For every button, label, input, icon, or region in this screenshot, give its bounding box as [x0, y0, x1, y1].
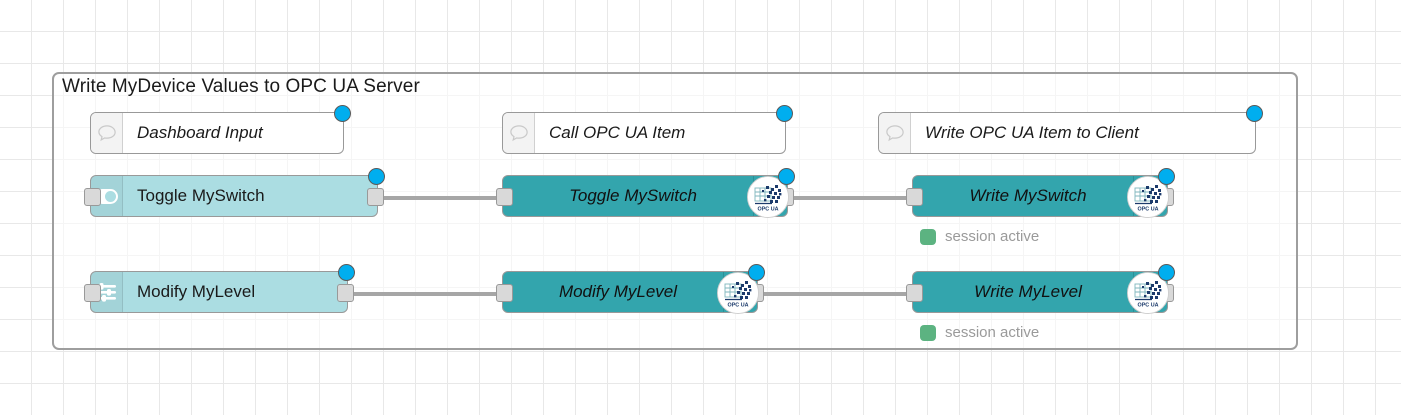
svg-text:OPC UA: OPC UA: [1138, 303, 1159, 309]
comment-node-label: Write OPC UA Item to Client: [925, 123, 1139, 142]
speech-bubble-icon: [509, 124, 528, 141]
speech-bubble-icon: [97, 124, 116, 141]
selection-handle[interactable]: [1158, 168, 1175, 185]
comment-icon: [503, 113, 535, 153]
opcua-icon: OPC UA: [1127, 272, 1169, 314]
wire-opcua-level-to-write: [758, 292, 912, 296]
node-label: Write MySwitch: [969, 186, 1087, 205]
comment-node-dashboard-input[interactable]: Dashboard Input: [90, 105, 351, 154]
node-output-port[interactable]: [367, 188, 384, 206]
svg-text:OPC UA: OPC UA: [728, 303, 749, 309]
node-input-port[interactable]: [84, 284, 101, 302]
node-opcua-modify-mylevel[interactable]: Modify MyLevel: [496, 264, 765, 314]
selection-handle[interactable]: [748, 264, 765, 281]
selection-handle[interactable]: [776, 105, 793, 122]
wire-level-to-opcua: [348, 292, 502, 296]
selection-handle[interactable]: [1246, 105, 1263, 122]
comment-node-label: Dashboard Input: [137, 123, 263, 142]
comment-icon: [91, 113, 123, 153]
status-label: session active: [945, 228, 1040, 245]
status-indicator-dot: [920, 324, 936, 341]
node-modify-mylevel[interactable]: Modify MyLevel: [84, 264, 355, 313]
node-input-port[interactable]: [906, 188, 923, 206]
selection-handle[interactable]: [778, 168, 795, 185]
comment-node-label: Call OPC UA Item: [549, 123, 686, 142]
comment-node-call-opcua-item[interactable]: Call OPC UA Item: [502, 105, 793, 154]
comment-icon: [879, 113, 911, 153]
node-input-port[interactable]: [496, 188, 513, 206]
status-label: session active: [945, 324, 1040, 341]
selection-handle[interactable]: [334, 105, 351, 122]
node-label: Write MyLevel: [974, 282, 1082, 301]
node-output-port[interactable]: [337, 284, 354, 302]
svg-text:OPC UA: OPC UA: [758, 207, 779, 213]
comment-node-write-opcua-item-to-client[interactable]: Write OPC UA Item to Client: [878, 105, 1263, 154]
node-label: Toggle MySwitch: [569, 186, 697, 205]
node-write-mylevel[interactable]: Write MyLevel: [906, 264, 1175, 314]
node-group-title: Write MyDevice Values to OPC UA Server: [62, 76, 420, 97]
speech-bubble-icon: [885, 124, 904, 141]
selection-handle[interactable]: [1158, 264, 1175, 281]
node-label: Modify MyLevel: [558, 282, 678, 301]
node-toggle-myswitch[interactable]: Toggle MySwitch: [84, 168, 385, 217]
node-input-port[interactable]: [496, 284, 513, 302]
node-label: Toggle MySwitch: [137, 186, 265, 205]
node-status-write-myswitch: session active: [920, 228, 1039, 245]
node-input-port[interactable]: [906, 284, 923, 302]
node-status-write-mylevel: session active: [920, 324, 1039, 341]
opcua-logo-glyph: OPC UA: [748, 177, 788, 217]
node-input-port[interactable]: [84, 188, 101, 206]
selection-handle[interactable]: [338, 264, 355, 281]
node-opcua-toggle-myswitch[interactable]: Toggle MySwitch: [496, 168, 795, 218]
svg-text:OPC UA: OPC UA: [1138, 207, 1159, 213]
slider-glyph: [96, 283, 116, 302]
node-label: Modify MyLevel: [137, 282, 256, 301]
selection-handle[interactable]: [368, 168, 385, 185]
status-indicator-dot: [920, 228, 936, 245]
wire-opcua-toggle-to-write: [788, 196, 912, 200]
opcua-icon: OPC UA: [747, 176, 789, 218]
node-write-myswitch[interactable]: Write MySwitch: [906, 168, 1175, 218]
wire-toggle-to-opcua: [378, 196, 502, 200]
